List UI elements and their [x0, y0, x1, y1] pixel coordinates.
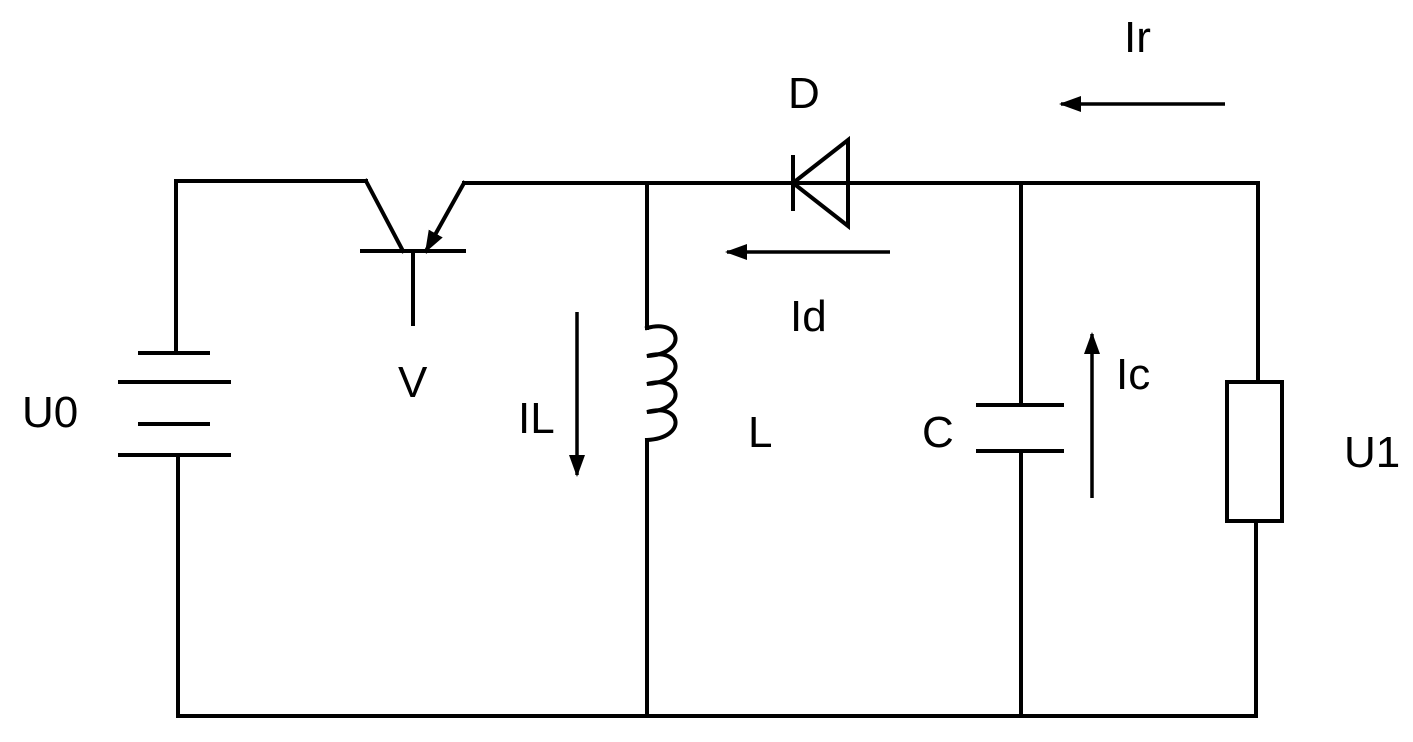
- transistor-symbol: [360, 178, 467, 326]
- label-load: U1: [1344, 428, 1400, 477]
- wiring: [174, 179, 1260, 718]
- capacitor-symbol: [976, 403, 1064, 453]
- label-capacitor: C: [922, 408, 954, 457]
- wire-load-branch: [1254, 181, 1260, 718]
- label-current-inductor: IL: [518, 394, 555, 443]
- label-battery: U0: [22, 388, 78, 437]
- label-current-load: Ir: [1124, 13, 1151, 62]
- battery-symbol: [118, 351, 231, 457]
- load-resistor-symbol: [1225, 380, 1284, 523]
- label-current-capacitor: Ic: [1116, 350, 1150, 399]
- current-arrows: [569, 96, 1225, 498]
- diode-symbol: [789, 135, 850, 231]
- label-transistor: V: [398, 358, 428, 407]
- label-current-diode: Id: [790, 292, 827, 341]
- inductor-symbol: [644, 324, 678, 443]
- label-diode: D: [788, 69, 820, 118]
- label-inductor: L: [748, 408, 772, 457]
- wire-left-top: [174, 179, 368, 355]
